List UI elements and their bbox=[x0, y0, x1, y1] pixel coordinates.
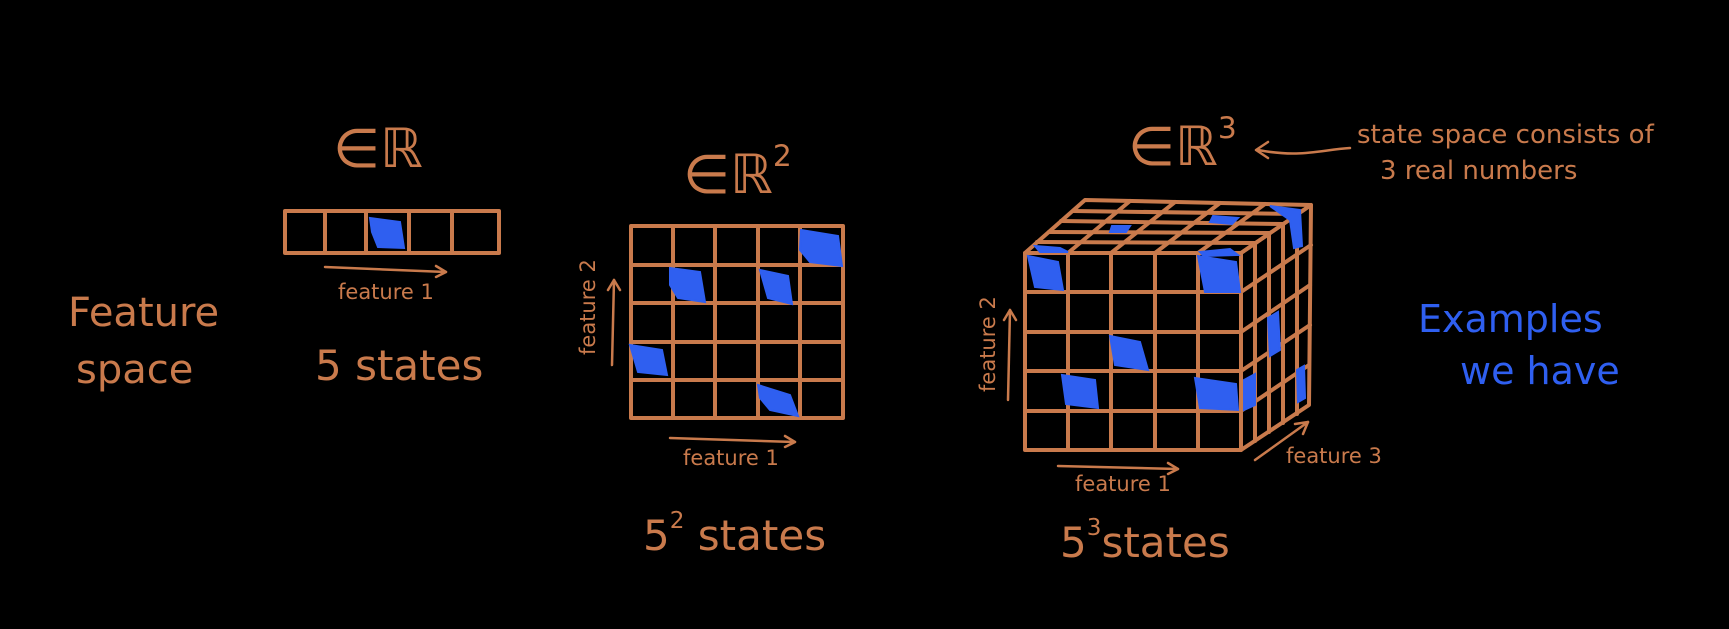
panel2-axis-x-label: feature 1 bbox=[683, 446, 779, 470]
panel2-states-word: states bbox=[697, 511, 827, 560]
cube-example-marks bbox=[1026, 205, 1307, 412]
annotation-arrow bbox=[1254, 140, 1352, 160]
annotation-line2: 3 real numbers bbox=[1380, 156, 1578, 186]
panel3-states-exponent: 3 bbox=[1086, 515, 1102, 542]
strip-grid bbox=[283, 209, 501, 255]
panel1-states-count: 5 states bbox=[315, 341, 484, 390]
panel2-membership: ∈ℝ2 bbox=[683, 142, 792, 202]
feature-space-label-line1: Feature bbox=[68, 290, 220, 336]
panel3-axis-y-label: feature 2 bbox=[976, 296, 1000, 392]
annotation-line1: state space consists of bbox=[1357, 120, 1654, 150]
legend-line2: we have bbox=[1460, 349, 1620, 393]
cube-y-axis-arrow bbox=[1002, 308, 1018, 402]
grid-y-axis-arrow bbox=[606, 278, 622, 367]
panel1-membership: ∈ℝ bbox=[333, 117, 423, 180]
panel2-states-exponent: 2 bbox=[669, 508, 685, 535]
panel3-membership-symbol: ∈ℝ bbox=[1128, 115, 1218, 178]
panel3-axis-x-label: feature 1 bbox=[1075, 472, 1171, 496]
panel1-axis-x-label: feature 1 bbox=[338, 280, 434, 304]
feature-space-label-line2: space bbox=[76, 347, 194, 393]
panel3-states-base: 5 bbox=[1060, 518, 1087, 567]
cube-x-axis-arrow bbox=[1056, 461, 1180, 476]
panel2-states-count: 52 states bbox=[643, 510, 826, 557]
grid-example-marks bbox=[628, 228, 844, 418]
strip-example-mark bbox=[368, 216, 406, 250]
panel3-membership: ∈ℝ3 bbox=[1128, 114, 1237, 174]
panel2-axis-y-label: feature 2 bbox=[576, 259, 600, 355]
panel2-membership-exponent: 2 bbox=[772, 139, 792, 175]
panel2-membership-symbol: ∈ℝ bbox=[683, 143, 773, 206]
panel3-axis-z-label: feature 3 bbox=[1286, 444, 1382, 468]
panel3-states-word: states bbox=[1101, 518, 1230, 567]
panel3-states-count: 53states bbox=[1060, 517, 1230, 564]
grid-5x5 bbox=[629, 224, 845, 420]
cube-z-axis-arrow bbox=[1253, 420, 1310, 462]
panel2-states-base: 5 bbox=[643, 511, 670, 560]
strip-axis-arrow bbox=[323, 264, 448, 279]
cube-side-face bbox=[1239, 203, 1313, 452]
panel3-membership-exponent: 3 bbox=[1217, 111, 1237, 147]
grid-x-axis-arrow bbox=[668, 434, 797, 449]
legend-line1: Examples bbox=[1418, 297, 1603, 341]
